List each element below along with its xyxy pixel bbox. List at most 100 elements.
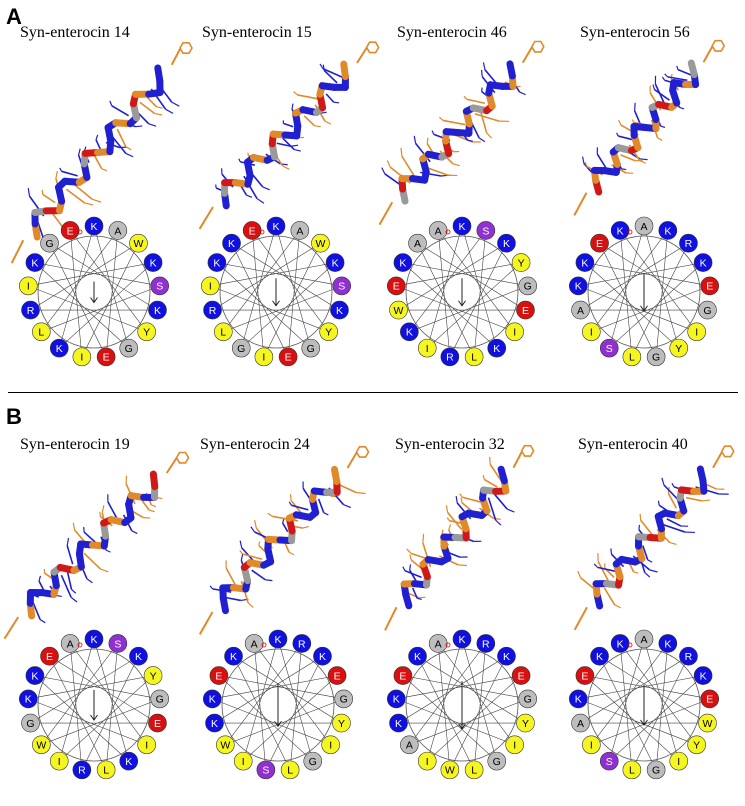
residue-letter: K: [25, 694, 32, 706]
side-chain-branch: [448, 524, 452, 530]
side-chain-branch: [135, 125, 143, 128]
n-terminus-marker: [445, 229, 451, 235]
residue-letter: E: [706, 694, 713, 706]
residue-circle: [207, 253, 227, 272]
residue-letter: L: [103, 765, 109, 777]
residue-letter: E: [285, 352, 292, 364]
side-chain-branch: [239, 550, 244, 555]
side-chain: [272, 515, 299, 522]
residue-circle: [254, 347, 274, 367]
residue-letter: K: [56, 343, 63, 355]
side-chain-branch: [409, 564, 412, 571]
side-chain-branch: [262, 186, 270, 191]
residue-circle: [393, 253, 413, 272]
residue-circle: [582, 735, 601, 755]
residue-circle: [693, 253, 713, 272]
side-chain-branch: [652, 84, 656, 90]
residue-letter: I: [513, 327, 516, 339]
residue-letter: A: [67, 638, 74, 650]
residue-letter: K: [664, 638, 671, 650]
residue-letter: K: [125, 756, 132, 768]
side-chain-branch: [495, 519, 502, 526]
aromatic-ring: [720, 445, 735, 458]
residue-circle: [622, 347, 642, 367]
residue-circle: [325, 253, 345, 272]
side-chain-branch: [644, 572, 651, 578]
residue-letter: Y: [693, 740, 700, 752]
c-terminal-tail: [702, 45, 714, 63]
residue-letter: E: [215, 670, 222, 682]
residue-letter: G: [340, 694, 348, 706]
n-terminal-tail: [378, 201, 394, 226]
residue-letter: E: [249, 225, 256, 237]
residue-circle: [143, 666, 163, 685]
side-chain: [139, 101, 156, 115]
residue-letter: K: [406, 327, 413, 339]
side-chain-branch: [247, 152, 250, 156]
residue-letter: A: [406, 740, 413, 752]
side-chain-branch: [616, 132, 619, 137]
residue-circle: [669, 751, 689, 771]
arrow-head: [640, 719, 648, 726]
residue-letter: A: [435, 638, 442, 650]
residue-circle: [40, 233, 59, 253]
side-chain-branch: [661, 477, 665, 486]
residue-letter: K: [90, 634, 97, 646]
wheel-inner-circle: [405, 648, 519, 762]
side-chain: [317, 498, 325, 514]
residue-letter: K: [393, 694, 400, 706]
residue-letter: R: [482, 638, 490, 650]
wheel-inner-circle: [221, 648, 335, 762]
side-chain-branch: [486, 132, 493, 139]
residue-letter: K: [395, 718, 402, 730]
residue-circle: [216, 735, 235, 755]
residue-circle: [266, 216, 286, 236]
c-terminal-tail: [356, 46, 368, 64]
side-chain-branch: [38, 575, 42, 582]
aromatic-ring: [175, 451, 190, 464]
residue-circle: [319, 322, 338, 342]
side-chain-branch: [258, 541, 261, 546]
peptide-title: Syn-enterocin 46: [397, 24, 507, 41]
residue-letter: E: [518, 670, 525, 682]
side-chain: [116, 128, 127, 147]
side-chain: [251, 569, 266, 581]
side-chain: [225, 567, 237, 588]
residue-letter: E: [393, 281, 400, 293]
residue-letter: W: [316, 238, 326, 250]
residue-circle: [658, 634, 678, 653]
side-chain-branch: [320, 111, 327, 114]
side-chain-branch: [386, 160, 391, 168]
residue-letter: I: [513, 740, 516, 752]
side-chain: [603, 587, 616, 606]
residue-letter: L: [38, 327, 44, 339]
side-chain-branch: [100, 568, 109, 573]
side-chain-branch: [294, 148, 301, 152]
residue-letter: K: [493, 343, 500, 355]
residue-letter: G: [26, 718, 34, 730]
residue-circle: [32, 735, 51, 755]
n-terminal-tail: [3, 616, 20, 640]
aromatic-ring: [711, 39, 726, 52]
helix-ribbon-segment: [331, 465, 341, 486]
residue-letter: K: [209, 694, 216, 706]
residue-letter: A: [414, 238, 421, 250]
residue-circle: [84, 629, 104, 649]
side-chain: [60, 574, 72, 598]
side-chain: [325, 93, 335, 103]
side-chain-branch: [56, 594, 62, 597]
residue-letter: R: [78, 765, 86, 777]
side-chain-branch: [660, 125, 666, 129]
residue-circle: [408, 233, 427, 253]
residue-circle: [575, 253, 595, 272]
n-terminal-tail: [198, 611, 214, 635]
side-chain: [667, 493, 678, 509]
side-chain: [61, 170, 78, 177]
residue-letter: E: [581, 670, 588, 682]
residue-circle: [400, 735, 419, 755]
wheel-inner-circle: [405, 235, 519, 349]
side-chain-branch: [246, 194, 253, 198]
